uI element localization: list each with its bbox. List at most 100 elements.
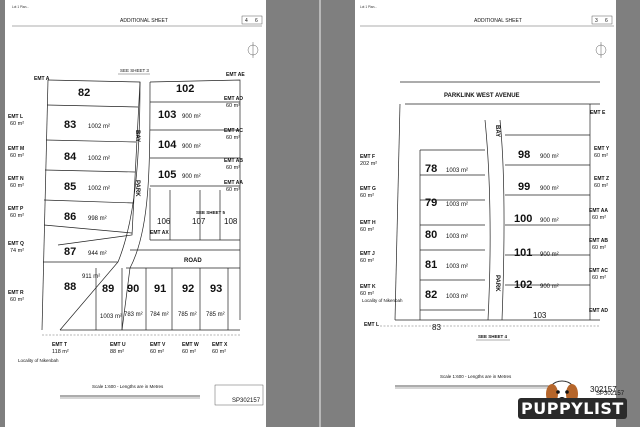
right-scale: Scale 1:600 - Lengths are in Metres <box>440 374 512 379</box>
left-sheet-number: 4 <box>245 18 248 24</box>
lot-82-right: 82 <box>425 289 437 301</box>
emt-g-area: 60 m² <box>360 193 374 199</box>
lot-92: 92 <box>182 283 194 295</box>
emt-l-right: EMT L <box>364 322 379 328</box>
watermark-plan-fragment: 302157 <box>590 385 617 394</box>
lot-83-right: 83 <box>432 323 441 332</box>
emt-x: EMT X <box>212 342 228 348</box>
emt-a: EMT A <box>34 76 50 82</box>
lot-89-area: 1003 m² <box>100 314 122 320</box>
puppylist-watermark: PUPPYLIST <box>518 398 627 419</box>
lot-78: 78 <box>425 163 437 175</box>
emt-t: EMT T <box>52 342 67 348</box>
lot-83-area: 1002 m² <box>88 124 110 130</box>
emt-ae: EMT AE <box>226 72 245 78</box>
lot-102: 102 <box>176 83 194 95</box>
lot-93-area: 785 m² <box>206 312 225 318</box>
page-divider <box>319 0 321 427</box>
lot-100-area: 900 m² <box>540 218 559 224</box>
emt-ac-right: EMT AC <box>589 268 608 274</box>
emt-ad: EMT AD <box>224 96 243 102</box>
lot-98-area: 900 m² <box>540 154 559 160</box>
emt-g: EMT G <box>360 186 376 192</box>
left-see-sheet-mid: SEE SHEET 5 <box>196 210 226 215</box>
road-bay: BAY <box>134 130 140 142</box>
lot-81-area: 1003 m² <box>446 264 468 270</box>
left-plan-sheet <box>5 0 266 427</box>
right-plan-number: SP302157 <box>596 391 625 397</box>
emt-ac-right-area: 60 m² <box>592 275 606 281</box>
emt-ab-area: 60 m² <box>226 165 240 171</box>
lot-91: 91 <box>154 283 166 295</box>
emt-r-area: 60 m² <box>10 297 24 303</box>
emt-ab-right-area: 60 m² <box>592 245 606 251</box>
emt-m: EMT M <box>8 146 24 152</box>
lot-101: 101 <box>514 247 532 259</box>
emt-k: EMT K <box>360 284 376 290</box>
emt-h-area: 60 m² <box>360 227 374 233</box>
lot-87: 87 <box>64 246 76 258</box>
emt-f-area: 202 m² <box>360 161 377 167</box>
lot-102-right: 102 <box>514 279 532 291</box>
lot-104: 104 <box>158 139 177 151</box>
emt-r: EMT R <box>8 290 24 296</box>
lot-103-area: 900 m² <box>182 114 201 120</box>
emt-m-area: 60 m² <box>10 153 24 159</box>
emt-f: EMT F <box>360 154 375 160</box>
road-bay-right: BAY <box>494 125 500 137</box>
emt-aa-right-area: 60 m² <box>592 215 606 221</box>
lot-79: 79 <box>425 197 437 209</box>
lot-107: 107 <box>192 217 206 226</box>
lot-105-area: 900 m² <box>182 174 201 180</box>
emt-u: EMT U <box>110 342 126 348</box>
lot-84: 84 <box>64 151 77 163</box>
lot-103: 103 <box>158 109 176 121</box>
emt-l: EMT L <box>8 114 23 120</box>
lot-79-area: 1003 m² <box>446 202 468 208</box>
lot-87-area: 944 m² <box>88 251 107 257</box>
left-locality: Locality of Nikenbah <box>18 358 59 363</box>
emt-w-area: 60 m² <box>182 349 196 355</box>
emt-x-area: 60 m² <box>212 349 226 355</box>
lot-99-area: 900 m² <box>540 186 559 192</box>
emt-k-area: 60 m² <box>360 291 374 297</box>
lot-90-area: 783 m² <box>124 312 143 318</box>
emt-j: EMT J <box>360 251 375 257</box>
right-locality: Locality of Nikenbah <box>362 298 403 303</box>
lot-104-area: 900 m² <box>182 144 201 150</box>
lot-80: 80 <box>425 229 437 241</box>
emt-aa-right: EMT AA <box>589 208 608 214</box>
lot-86: 86 <box>64 211 76 223</box>
road-park: PARK <box>134 180 140 197</box>
emt-ac-area: 60 m² <box>226 135 240 141</box>
emt-l-area: 60 m² <box>10 121 24 127</box>
lot-81: 81 <box>425 259 437 271</box>
lot-101-area: 900 m² <box>540 252 559 258</box>
road-name: ROAD <box>184 258 202 264</box>
lot-98: 98 <box>518 149 530 161</box>
emt-y: EMT Y <box>594 146 610 152</box>
left-scale: Scale 1:600 - Lengths are in Metres <box>92 384 164 389</box>
right-see-sheet-bottom: SEE SHEET 4 <box>478 334 508 339</box>
lot-105: 105 <box>158 169 176 181</box>
emt-z: EMT Z <box>594 176 609 182</box>
emt-y-area: 60 m² <box>594 153 608 159</box>
emt-e: EMT E <box>590 110 606 116</box>
lot-99: 99 <box>518 181 530 193</box>
lot-84-area: 1002 m² <box>88 156 110 162</box>
emt-h: EMT H <box>360 220 376 226</box>
emt-ab-right: EMT AB <box>589 238 608 244</box>
emt-z-area: 60 m² <box>594 183 608 189</box>
lot-91-area: 784 m² <box>150 312 169 318</box>
lot-93: 93 <box>210 283 222 295</box>
lot-102-right-area: 900 m² <box>540 284 559 290</box>
left-sheet-title: ADDITIONAL SHEET <box>120 18 168 24</box>
left-sheet-of: 6 <box>255 18 258 24</box>
emt-ad-right: EMT AD <box>589 308 608 314</box>
lot-86-area: 998 m² <box>88 216 107 222</box>
lot-85-area: 1002 m² <box>88 186 110 192</box>
svg-text:Lot 1 Plan...: Lot 1 Plan... <box>12 5 29 9</box>
left-plan-number: SP302157 <box>232 398 261 404</box>
right-sheet-number: 3 <box>595 18 598 24</box>
